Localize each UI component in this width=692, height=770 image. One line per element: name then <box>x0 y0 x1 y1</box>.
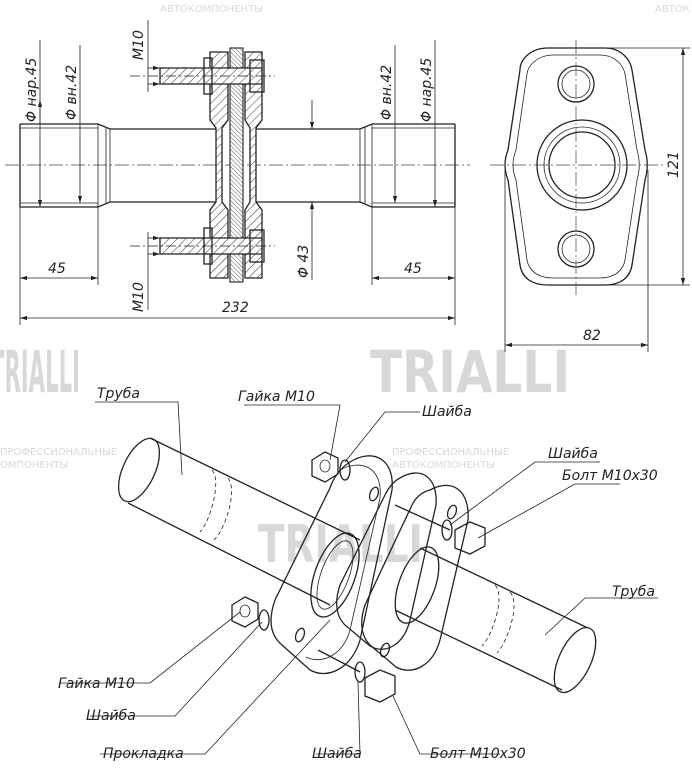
label-nut-top: Гайка M10 <box>238 389 315 405</box>
right-pipe-end-ellipse <box>553 626 597 694</box>
left-pipe-end-ellipse <box>117 437 161 503</box>
flange-pipe-inner <box>548 131 616 199</box>
dim-thread-top: M10 <box>131 30 147 60</box>
watermark-brand-left: TRIALLI <box>0 338 80 406</box>
dim-outer-diameter-right: Φ нар.45 <box>419 58 435 122</box>
iso-nut-top <box>311 451 339 483</box>
left-pipe-body <box>127 437 361 606</box>
iso-gasket <box>336 472 437 650</box>
iso-bolt-right <box>454 521 486 555</box>
left-pipe-bottom-edge <box>20 201 222 208</box>
right-flange-section <box>244 51 263 279</box>
dim-total-length: 232 <box>222 300 249 316</box>
right-pipe-body <box>394 547 589 691</box>
dim-thread-bottom: M10 <box>131 282 147 312</box>
label-washer-top: Шайба <box>422 404 472 420</box>
right-pipe-bottom-edge <box>255 201 455 208</box>
dim-outer-diameter-left: Φ нар.45 <box>24 58 40 122</box>
watermark-text-mid-left-2: ОМПОНЕНТЫ <box>0 460 68 471</box>
watermark-text-mid-left-1: ПРОФЕССИОНАЛЬНЫЕ <box>0 447 117 458</box>
section-view: M10 M10 Φ нар.45 Φ вн.42 Φ вн.42 Φ нар.4… <box>5 20 470 325</box>
label-washer-bottom: Шайба <box>312 746 362 762</box>
label-bolt-bottom: Болт M10x30 <box>430 746 526 762</box>
iso-nut-left <box>231 596 259 628</box>
iso-washer-bottom <box>354 661 366 683</box>
watermark-brand-center: TRIALLI <box>370 338 570 406</box>
iso-bolt-bottom <box>364 669 396 703</box>
dim-center-diameter: Φ 43 <box>296 245 312 278</box>
label-washer-right: Шайба <box>548 446 598 462</box>
watermark-text-mid-right-1: ПРОФЕССИОНАЛЬНЫЕ <box>392 447 509 458</box>
iso-washer-right <box>441 519 453 541</box>
gasket-section <box>229 47 244 283</box>
dim-flange-height: 121 <box>666 151 682 178</box>
iso-right-flange <box>361 484 469 671</box>
dim-flange-width: 82 <box>583 328 601 344</box>
label-bolt-right: Болт M10x30 <box>562 468 658 484</box>
label-pipe-right: Труба <box>612 584 655 600</box>
flange-front-view: 121 82 <box>490 40 690 352</box>
label-pipe-left: Труба <box>97 386 140 402</box>
watermark: АВТОКОМПОНЕНТЫ АВТОК TRIALLI TRIALLI ПРО… <box>0 4 690 575</box>
left-pipe-top-edge <box>20 123 222 130</box>
exploded-view: Труба Гайка M10 Шайба Шайба Болт M10x30 … <box>58 386 658 762</box>
iso-washer-left <box>258 609 270 631</box>
watermark-text-top-right: АВТОК <box>655 4 690 15</box>
watermark-text-mid-right-2: АВТОКОМПОНЕНТЫ <box>392 460 495 471</box>
iso-washer-top <box>339 459 351 481</box>
left-flange-section <box>209 51 229 279</box>
label-nut-left: Гайка M10 <box>58 676 135 692</box>
dim-inner-diameter-left: Φ вн.42 <box>64 65 80 120</box>
iso-left-flange <box>270 455 393 675</box>
right-pipe-top-edge <box>255 123 455 130</box>
watermark-text-top: АВТОКОМПОНЕНТЫ <box>160 4 263 15</box>
dim-right-length: 45 <box>404 261 422 277</box>
dim-inner-diameter-right: Φ вн.42 <box>379 65 395 120</box>
label-gasket: Прокладка <box>103 746 184 762</box>
watermark-brand-lower: TRIALLI <box>258 515 423 575</box>
dim-left-length: 45 <box>48 261 66 277</box>
label-washer-left: Шайба <box>86 708 136 724</box>
